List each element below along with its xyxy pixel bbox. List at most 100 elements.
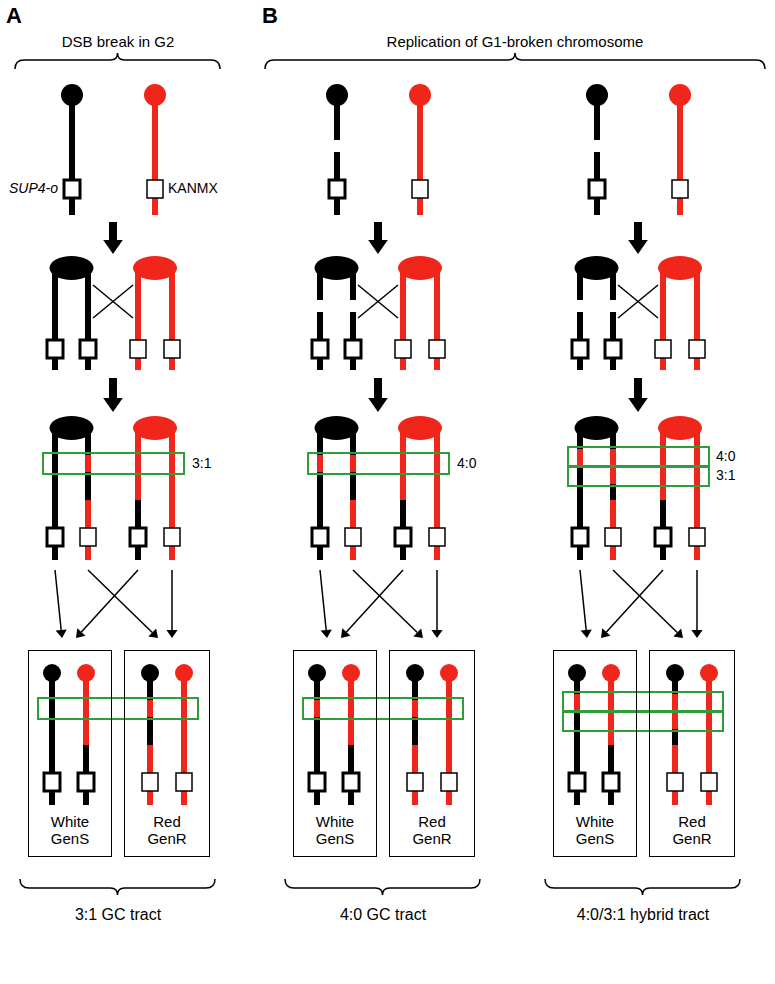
cell-phenotype: Red GenR [147,813,186,848]
bracket [15,53,220,69]
arrow-shaft [320,570,326,630]
chromatid [446,700,452,717]
bracket [545,879,740,895]
chromatid [574,694,580,710]
gene-label: SUP4-o [9,181,58,196]
arrow-shaft [55,570,61,630]
cell-phenotype: Red GenR [672,813,711,848]
sup4-marker [343,773,359,791]
chromatid [147,717,153,745]
kanmx-marker [176,773,192,791]
arrow-head [581,629,592,638]
cell-phenotype: White GenS [576,813,614,848]
cell-box: White GenS [553,650,637,857]
arrow-shaft [374,378,382,398]
chromatid [83,700,89,717]
arrow-shaft [606,570,663,632]
gene-label: KANMX [168,181,218,196]
arrow-head [321,629,332,638]
kanmx-marker [667,773,683,791]
kanmx-marker [345,528,361,546]
arrow-head [368,240,388,254]
sup4-marker [329,180,345,198]
arrow-shaft [634,222,642,240]
chromatid [135,472,141,500]
chromatid [574,713,580,729]
centromere [133,256,177,280]
arrow-head [56,629,67,638]
sup4-marker [64,180,80,198]
kanmx-marker [412,180,428,198]
chromatid [672,694,678,710]
chromatid [446,717,452,745]
chromatid [348,700,354,717]
kanmx-marker [689,528,705,546]
cell-phenotype: White GenS [51,813,89,848]
centromere [133,416,177,440]
cell-box: Red GenR [389,650,475,857]
kanmx-marker [395,340,411,358]
tract-ratio: 4:0 [457,456,476,471]
cell-box: White GenS [28,650,112,857]
arrow-shaft [580,570,586,630]
centromere [586,84,608,106]
centromere [440,664,458,682]
kanmx-marker [80,528,96,546]
kanmx-marker [429,528,445,546]
gc-tract-band [38,698,198,719]
sup4-marker [603,773,619,791]
sup4-marker [312,528,328,546]
tract-type: 4:0/3:1 hybrid tract [577,906,710,924]
arrow-head [166,630,177,638]
cell-box: Red GenR [124,650,210,857]
centromere [602,664,620,682]
kanmx-marker [655,340,671,358]
chromatid [434,455,440,472]
arrow-head [148,628,158,638]
arrow-head [601,628,611,638]
sup4-marker [80,340,96,358]
arrow-shaft [634,378,642,398]
kanmx-marker [130,340,146,358]
centromere [50,256,94,280]
tract-type: 3:1 GC tract [75,906,161,924]
bracket [20,879,215,895]
arrow-shaft [109,222,117,240]
centromere [141,664,159,682]
centromere [406,664,424,682]
chromatid [350,472,356,500]
arrow-head [628,240,648,254]
centromere [568,664,586,682]
centromere [575,416,619,440]
chromatid [660,449,666,465]
cell-box: White GenS [293,650,377,857]
crossover [93,285,133,318]
arrow-head [368,398,388,412]
chromatid [608,694,614,710]
arrow-head [431,630,442,638]
gc-tract-band [568,466,709,486]
kanmx-marker [407,773,423,791]
kanmx-marker [164,340,180,358]
chromatid [52,455,58,472]
chromatid [706,713,712,729]
arrow-shaft [613,570,677,632]
chromatid [314,717,320,745]
chromatid [314,700,320,717]
arrow-head [341,628,351,638]
sup4-marker [569,773,585,791]
chromatid [85,455,91,472]
centromere [398,416,442,440]
chromatid [672,713,678,729]
chromatid [348,717,354,745]
gc-tract-band [563,711,723,731]
gc-tract-band [43,453,184,474]
kanmx-marker [147,180,163,198]
tract-ratio: 3:1 [192,456,211,471]
centromere [398,256,442,280]
gc-tract-band [563,692,723,712]
panel-title: Replication of G1-broken chromosome [387,34,644,51]
chromatid [83,717,89,745]
